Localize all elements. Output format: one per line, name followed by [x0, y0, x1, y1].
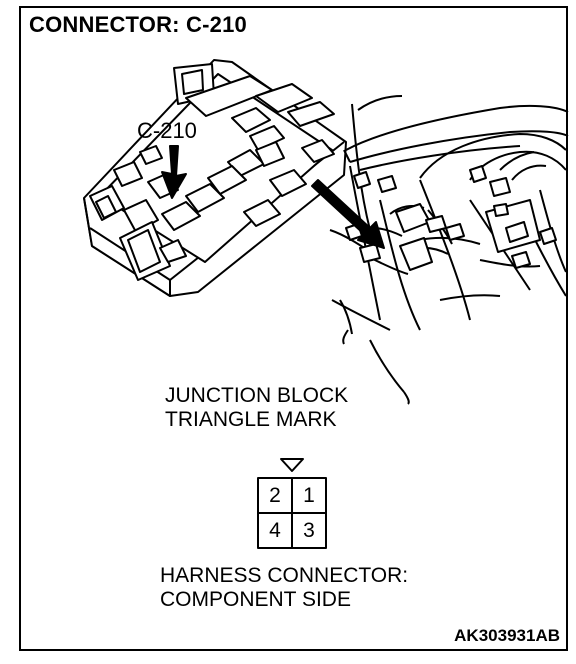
pin-3: 3 — [303, 519, 315, 542]
diagram-frame — [19, 6, 568, 651]
component-side-caption: COMPONENT SIDE — [160, 588, 351, 611]
junction-block-label: JUNCTION BLOCK — [165, 384, 349, 407]
pin-4: 4 — [269, 519, 281, 542]
pin-2: 2 — [269, 484, 281, 507]
pin-1: 1 — [303, 484, 315, 507]
triangle-mark-label: TRIANGLE MARK — [165, 408, 337, 431]
junction-block-drawing — [83, 59, 347, 297]
c210-arrow — [161, 145, 187, 199]
location-arrow — [311, 179, 385, 249]
pinout-grid — [257, 477, 327, 549]
triangle-mark — [280, 458, 304, 472]
page-title: CONNECTOR: C-210 — [29, 12, 247, 37]
c210-callout-label: C-210 — [137, 118, 197, 143]
dashboard-parts — [345, 165, 557, 271]
harness-connector-caption: HARNESS CONNECTOR: — [160, 564, 409, 587]
figure-code: AK303931AB — [454, 626, 560, 645]
